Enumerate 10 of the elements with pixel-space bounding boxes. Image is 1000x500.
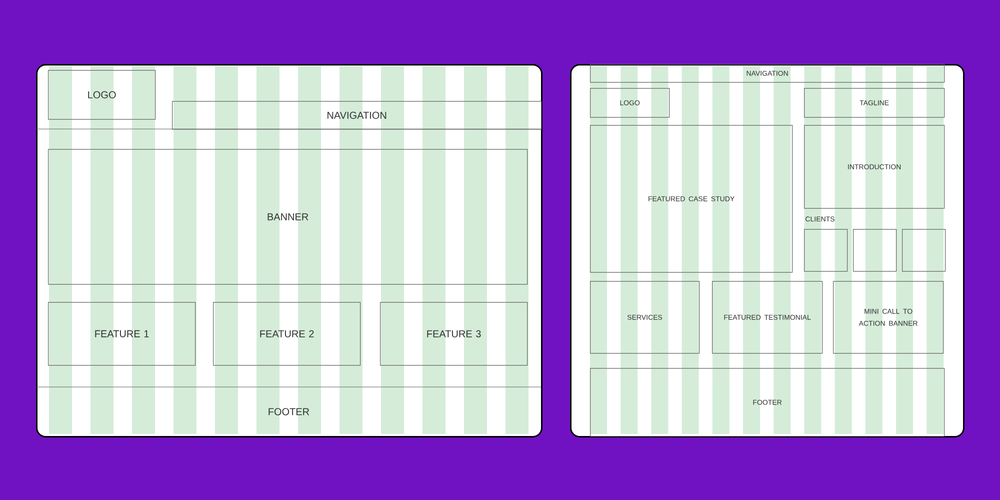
footer-band: FOOTER bbox=[36, 386, 542, 416]
layout-block: FEATURE 3 bbox=[380, 302, 528, 366]
layout-block: NAVIGATION bbox=[172, 101, 542, 130]
layout-block bbox=[853, 229, 897, 272]
layout-block: BANNER bbox=[48, 149, 528, 285]
layout-block: FEATURE 1 bbox=[48, 302, 196, 366]
layout-block: FEATURE 2 bbox=[213, 302, 361, 366]
layout-block bbox=[804, 229, 848, 272]
layout-block bbox=[902, 229, 946, 272]
layout-block: LOGO bbox=[48, 70, 156, 120]
